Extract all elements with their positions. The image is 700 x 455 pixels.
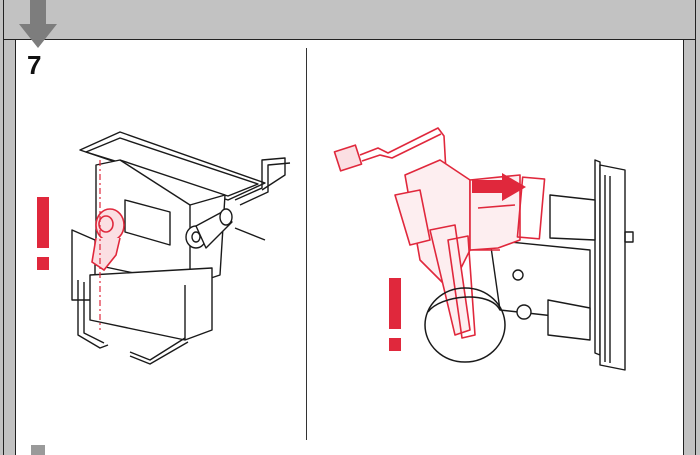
lever-highlight bbox=[91, 160, 125, 330]
down-arrow-icon bbox=[19, 0, 57, 48]
exclamation-icon bbox=[389, 278, 401, 351]
outer-frame bbox=[3, 0, 696, 455]
brew-unit-illustration bbox=[71, 131, 291, 365]
detail-circle bbox=[424, 287, 506, 363]
exclamation-icon bbox=[37, 197, 49, 270]
top-band bbox=[3, 0, 696, 40]
arrow-right-icon bbox=[472, 173, 526, 201]
step-number: 7 bbox=[27, 50, 42, 80]
bottom-tab bbox=[31, 445, 45, 455]
panel-divider bbox=[306, 48, 307, 440]
machine-housing-illustration bbox=[484, 159, 634, 371]
